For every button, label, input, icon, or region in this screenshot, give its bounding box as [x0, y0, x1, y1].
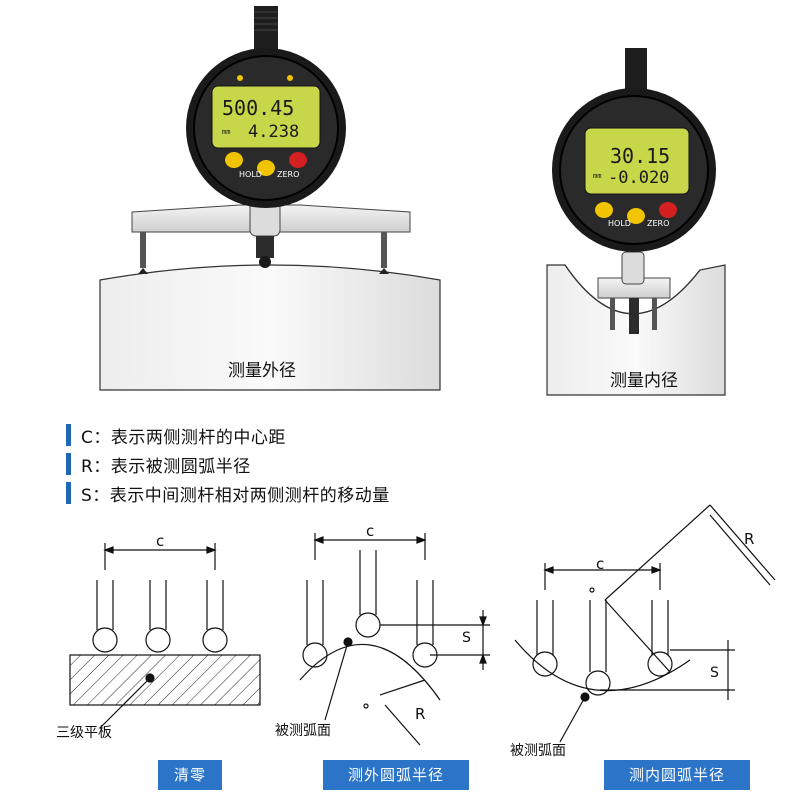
legend-bar: [66, 482, 71, 504]
outer-zero-label: ZERO: [277, 170, 300, 179]
zero-diagram: [69, 543, 261, 729]
legend-bar: [66, 424, 71, 446]
inner-display-main: 30.15: [610, 144, 671, 168]
legend-bar: [66, 453, 71, 475]
outer-hold-label: HOLD: [239, 170, 262, 179]
inner-zero-label: ZERO: [647, 219, 670, 228]
zero-caption: 清零: [158, 760, 222, 790]
inner-s-label: S: [710, 665, 719, 681]
inner-c-label: c: [596, 555, 605, 573]
outer-surface-label: 被测弧面: [275, 723, 331, 739]
inner-r-label: R: [744, 530, 755, 548]
outer-r-label: R: [415, 705, 426, 723]
zero-c-label: c: [156, 532, 165, 550]
legend-text: S：表示中间测杆相对两侧测杆的移动量: [81, 485, 390, 506]
inner-hold-label: HOLD: [608, 219, 631, 228]
legend-row-c: C：表示两侧测杆的中心距: [66, 423, 286, 448]
outer-display-unit: mm: [222, 128, 231, 136]
outer-arc-diagram: [299, 533, 490, 746]
outer-bridge-bar: [131, 181, 411, 274]
outer-display-main: 500.45: [222, 96, 295, 120]
inner-bridge: [597, 251, 671, 334]
outer-s-label: S: [462, 630, 471, 646]
inner-surface-label: 被测弧面: [510, 743, 566, 759]
outer-workpiece: [99, 264, 441, 391]
zero-plate-label: 三级平板: [56, 725, 112, 741]
inner-display-sub: -0.020: [608, 168, 670, 188]
inner-caption: 测量内径: [610, 371, 678, 391]
legend-row-s: S：表示中间测杆相对两侧测杆的移动量: [66, 481, 390, 506]
inner-arc-caption: 测内圆弧半径: [604, 760, 750, 790]
inner-display-unit: mm: [593, 172, 602, 180]
legend-text: R：表示被测圆弧半径: [81, 456, 251, 477]
outer-c-label: c: [366, 522, 375, 540]
legend-row-r: R：表示被测圆弧半径: [66, 452, 251, 477]
inner-arc-diagram: [514, 504, 776, 743]
outer-display-sub: 4.238: [248, 122, 300, 142]
legend-text: C：表示两侧测杆的中心距: [81, 427, 286, 448]
inner-dial-gauge: [552, 48, 716, 252]
outer-dial-gauge: [186, 6, 346, 208]
outer-arc-caption: 测外圆弧半径: [323, 760, 469, 790]
outer-caption: 测量外径: [228, 361, 296, 381]
